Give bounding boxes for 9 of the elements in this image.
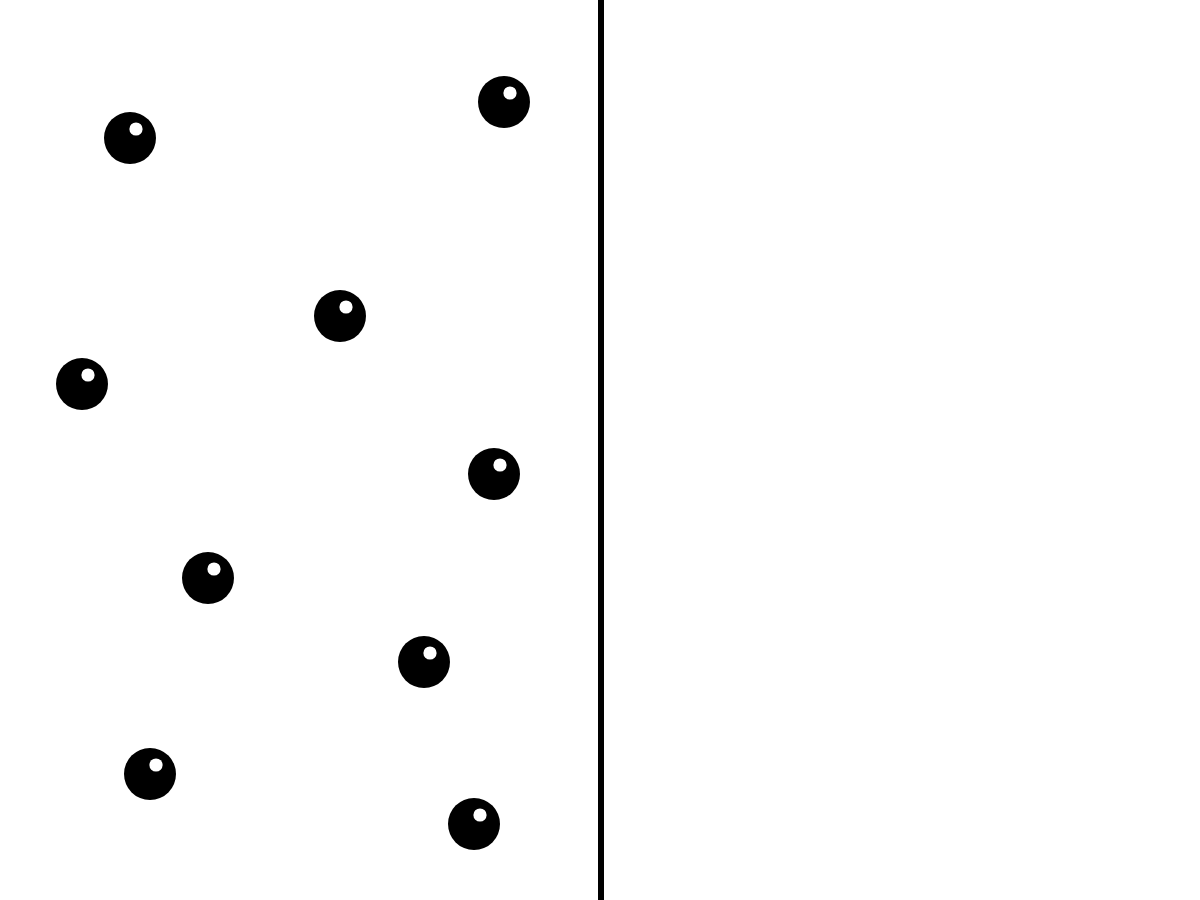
ball-icon bbox=[313, 290, 365, 342]
ball-icon bbox=[103, 112, 155, 164]
ball-icon bbox=[467, 448, 519, 500]
ball-icon bbox=[397, 636, 449, 688]
ball-icon bbox=[447, 798, 499, 850]
ball-icon bbox=[55, 358, 107, 410]
ball-icon bbox=[123, 748, 175, 800]
ball-icon bbox=[181, 552, 233, 604]
ball-icon bbox=[478, 76, 530, 128]
